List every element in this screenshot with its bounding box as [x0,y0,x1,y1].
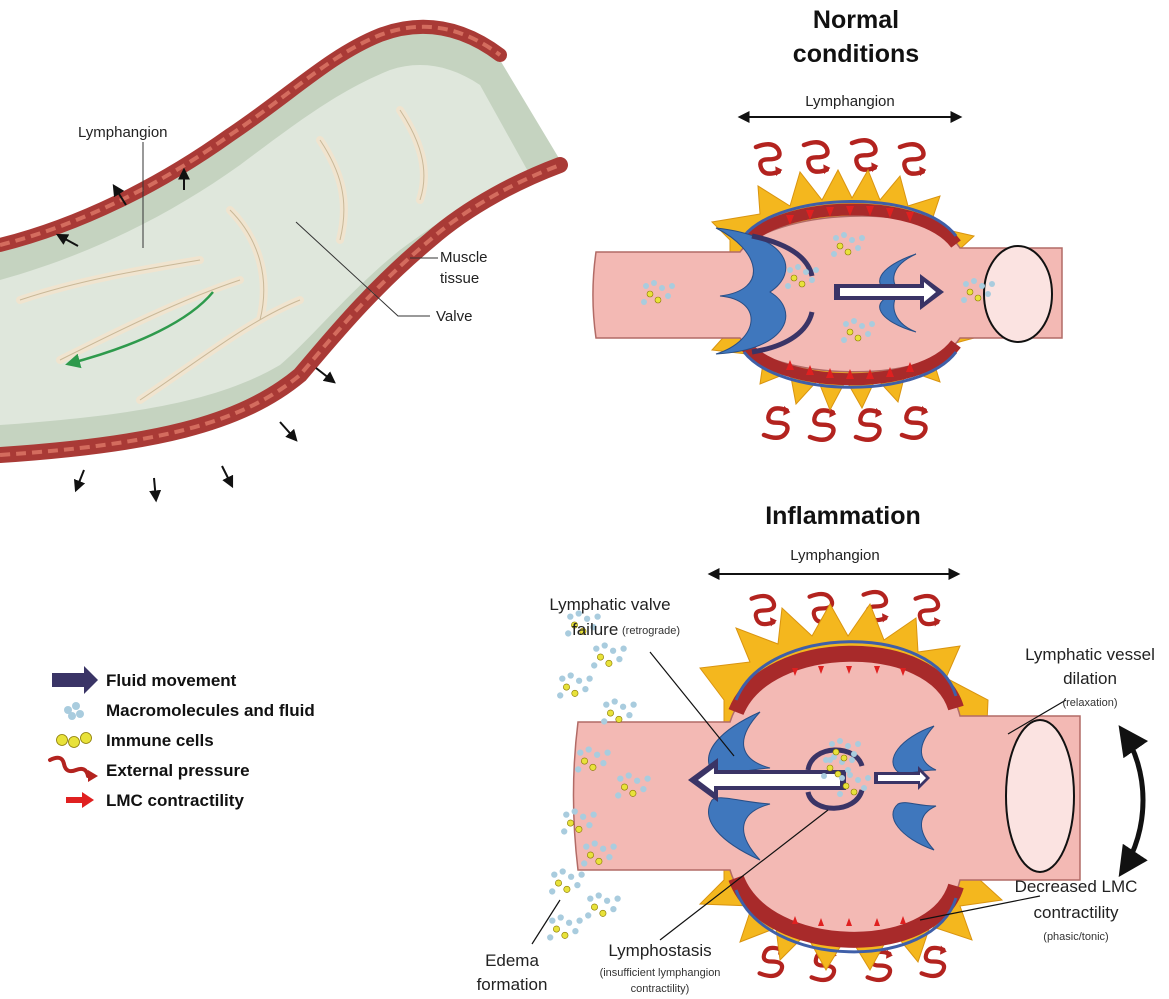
dilation-note: (relaxation) [1062,697,1117,709]
external-pressure-squiggle-icon [50,758,98,782]
edema-label-line2: formation [477,975,548,994]
pressure-arrow [222,466,232,486]
lymphatic-vessel-illustration: Lymphangion Muscle tissue Valve [0,27,560,500]
legend-label: LMC contractility [106,791,244,810]
inflammation-lymphangion-label: Lymphangion [790,547,880,564]
legend-item-macromolecules: Macromolecules and fluid [64,701,315,720]
pressure-arrow [316,368,334,382]
normal-conditions-panel: Normal conditions Lymphangion [593,6,1062,440]
legend-item-external-pressure: External pressure [50,758,250,782]
legend-item-lmc-contractility: LMC contractility [66,791,244,810]
legend-label: Macromolecules and fluid [106,701,315,720]
valve-failure-label-line1: Lymphatic valve [549,595,670,614]
pressure-arrow [154,478,156,500]
pressure-arrow [280,422,296,440]
valve-failure-note: (retrograde) [622,625,680,637]
valve-label: Valve [436,308,472,325]
legend-item-fluid-movement: Fluid movement [52,666,237,694]
macromolecule-cluster-icon [64,702,84,720]
dilation-label-line2: dilation [1063,669,1117,688]
dilation-label-line1: Lymphatic vessel [1025,645,1155,664]
fluid-movement-arrow-icon [52,666,98,694]
legend-label: Immune cells [106,731,214,750]
legend-item-immune-cells: Immune cells [57,731,214,750]
legend-label: External pressure [106,761,250,780]
edema-label-line1: Edema [485,951,539,970]
lymphangion-label: Lymphangion [78,124,168,141]
lmc-contractility-arrow-icon [66,792,94,808]
normal-lymphangion-label: Lymphangion [805,93,895,110]
normal-title-line2: conditions [793,40,919,68]
lymphostasis-note-line1: (insufficient lymphangion [600,967,721,979]
lymphostasis-label: Lymphostasis [608,941,711,960]
muscle-tissue-label-line2: tissue [440,270,479,287]
normal-title-line1: Normal [813,6,899,34]
valve-failure-label-line2: failure [572,620,618,639]
muscle-tissue-label-line1: Muscle [440,249,488,266]
lymphostasis-note-line2: contractility) [631,983,690,995]
immune-cell-icon [57,733,92,748]
decreased-lmc-label-line1: Decreased LMC [1015,877,1138,896]
legend: Fluid movement Macromolecules and fluid … [50,666,315,810]
legend-label: Fluid movement [106,671,237,690]
pressure-arrow [76,470,84,490]
decreased-lmc-label-line2: contractility [1033,903,1119,922]
decreased-lmc-note: (phasic/tonic) [1043,931,1108,943]
dilation-arrow [1122,730,1143,872]
inflammation-title: Inflammation [765,502,921,530]
inflammation-panel: Inflammation Lymphangion [477,502,1155,995]
